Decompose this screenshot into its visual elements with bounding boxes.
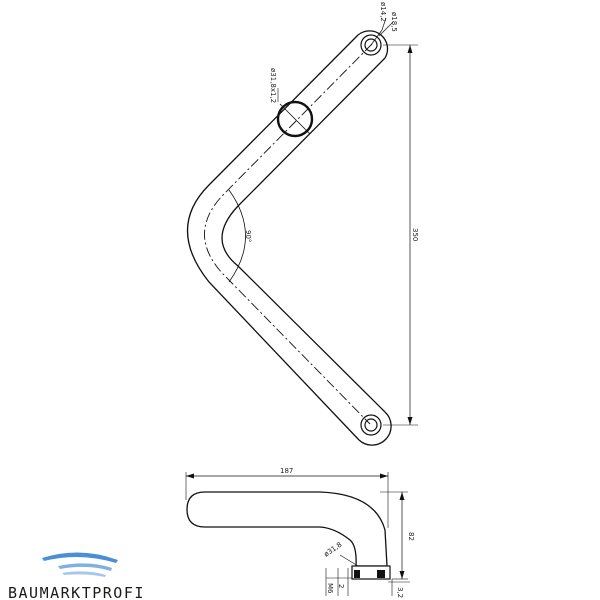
depth-label: 187 (280, 467, 293, 475)
height-arrow-top (407, 45, 413, 53)
tube-section-leader (279, 103, 311, 135)
rose-base-dark-2 (377, 570, 385, 578)
height-arrow-bottom (407, 417, 413, 425)
hole-leader-2 (378, 21, 394, 37)
tube-outer-edge (187, 34, 360, 441)
hole-inner-label: ø14,2 (379, 2, 387, 22)
thread-label: M6 (326, 583, 334, 594)
overall-height-label: 350 (411, 228, 419, 241)
logo-text: BAUMARKTPROFI (8, 584, 145, 600)
depth-arrow-right (380, 473, 388, 479)
depth-arrow-left (186, 473, 194, 479)
side-height-label: 82 (407, 532, 415, 541)
hole-outer-label: ø18,5 (390, 12, 398, 32)
bottom-hole-outer (360, 414, 382, 436)
rose-base-dark (354, 570, 360, 578)
rose-diameter-label: ø31,8 (323, 541, 344, 559)
tube-top-cap (357, 30, 389, 59)
logo-roof-swoosh (42, 552, 118, 563)
side-height-arrow-top (399, 492, 405, 500)
angle-arc (228, 189, 246, 283)
small-dim-label: 2 (337, 584, 345, 588)
tube-center-line (204, 43, 373, 425)
bend-angle-label: 90° (244, 230, 252, 242)
tube-bottom-cap (358, 411, 392, 446)
hole-leader (370, 17, 387, 46)
side-height-arrow-bottom (399, 571, 405, 579)
tube-diameter-label: ø31,8x1,2 (269, 68, 277, 103)
top-hole-inner (364, 38, 378, 52)
brand-logo: BAUMARKTPROFI (8, 552, 145, 600)
tube-section-circle (276, 100, 314, 138)
logo-roof-swoosh-3 (62, 571, 106, 577)
bottom-hole-inner (364, 418, 378, 432)
top-hole-outer (360, 34, 382, 56)
logo-roof-swoosh-2 (58, 563, 112, 571)
bottom-dim-label: 3,2 (396, 587, 404, 598)
tube-inner-edge (221, 57, 386, 413)
side-view (185, 472, 410, 596)
rose-diameter-leader (339, 554, 359, 567)
grip-outline (186, 491, 388, 567)
top-view (187, 17, 418, 446)
